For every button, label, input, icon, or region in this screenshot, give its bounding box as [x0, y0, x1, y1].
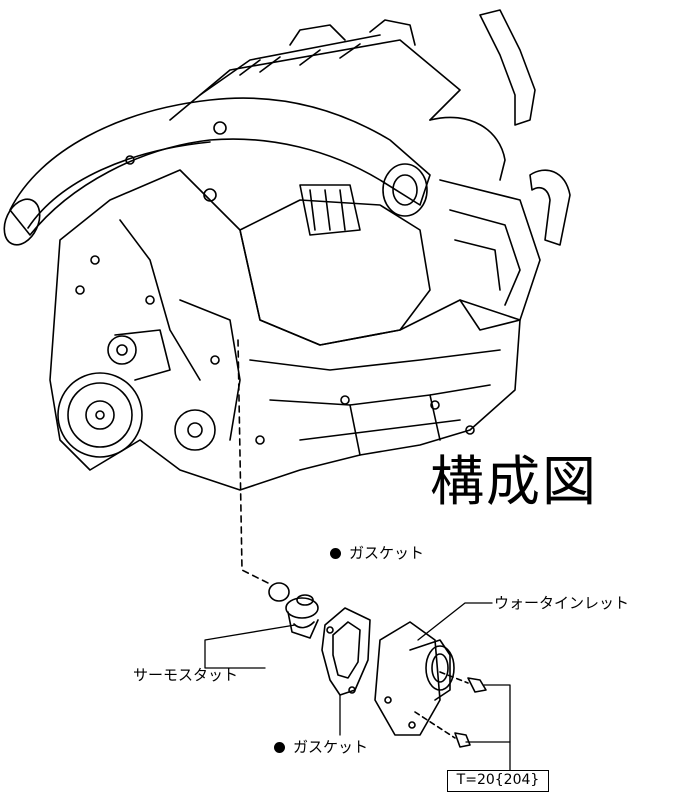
o-ring-gasket — [268, 582, 290, 602]
diagram-title: 構成図 — [430, 450, 598, 513]
leader-dashed — [237, 339, 273, 586]
replace-part-bullet-icon — [274, 742, 285, 753]
gasket-bottom-label: ガスケット — [274, 738, 368, 756]
gasket-top-label: ガスケット — [330, 544, 424, 562]
water-inlet-label: ウォータインレット — [494, 594, 630, 612]
engine-block — [3, 9, 571, 491]
flat-gasket-part — [321, 607, 371, 696]
bolt-lower — [414, 711, 471, 748]
thermostat-label: サーモスタット — [133, 666, 239, 684]
replace-part-bullet-icon — [330, 548, 341, 559]
water-inlet-part — [374, 621, 455, 736]
torque-spec-box: T=20{204} — [447, 770, 549, 792]
leader-lines — [204, 602, 511, 771]
thermostat-part — [285, 594, 319, 639]
bolt-upper — [439, 671, 487, 693]
